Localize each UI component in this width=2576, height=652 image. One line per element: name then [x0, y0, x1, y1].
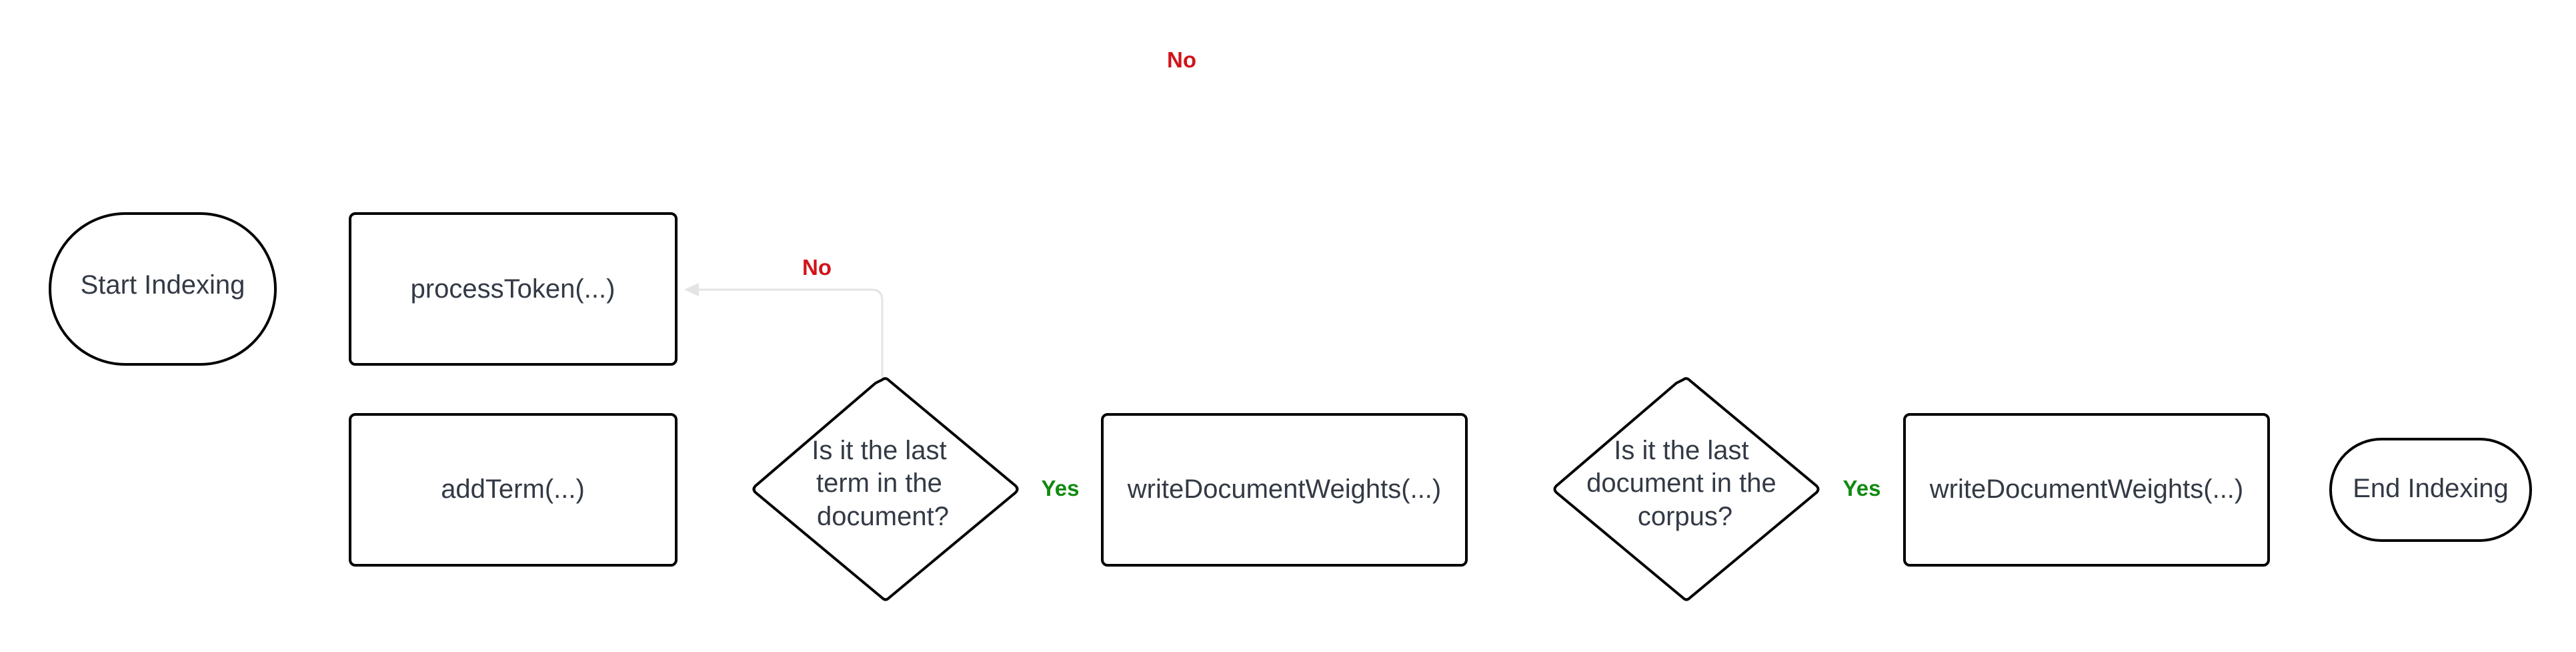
- edge-label-doc-yes: Yes: [1843, 476, 1881, 501]
- start-node[interactable]: Start Indexing: [49, 212, 277, 366]
- add-term-label: addTerm(...): [441, 474, 585, 504]
- write-weights-node-1[interactable]: writeDocumentWeights(...): [1101, 413, 1468, 567]
- decision-last-document-label: Is it the last document in the corpus?: [1586, 436, 1784, 531]
- edge-label-top-no: No: [1167, 47, 1196, 72]
- decision-last-document-line-1: Is it the last: [1614, 436, 1748, 465]
- decision-last-document-line-2: document in the: [1586, 468, 1776, 498]
- decision-last-term-line-3: document?: [817, 502, 949, 531]
- decision-last-term-label: Is it the last term in the document?: [812, 436, 954, 531]
- decision-last-term-line-1: Is it the last: [812, 436, 946, 465]
- write-weights-node-2[interactable]: writeDocumentWeights(...): [1903, 413, 2270, 567]
- start-node-label: Start Indexing: [81, 270, 245, 300]
- decision-last-document-node[interactable]: Is it the last document in the corpus?: [1553, 377, 1820, 601]
- write-weights-label-1: writeDocumentWeights(...): [1127, 474, 1442, 504]
- end-node-label: End Indexing: [2353, 474, 2509, 503]
- decision-last-document-line-3: corpus?: [1638, 502, 1732, 531]
- edge-label-term-yes: Yes: [1042, 476, 1080, 501]
- edge-label-term-no: No: [802, 255, 832, 280]
- decision-last-term-line-2: term in the: [816, 468, 942, 498]
- end-node[interactable]: End Indexing: [2329, 438, 2532, 542]
- process-token-node[interactable]: processToken(...): [349, 212, 678, 366]
- process-token-label: processToken(...): [411, 274, 615, 304]
- connector-term-no: [684, 283, 884, 377]
- decision-last-term-node[interactable]: Is it the last term in the document?: [752, 377, 1019, 601]
- write-weights-label-2: writeDocumentWeights(...): [1929, 474, 2244, 504]
- add-term-node[interactable]: addTerm(...): [349, 413, 678, 567]
